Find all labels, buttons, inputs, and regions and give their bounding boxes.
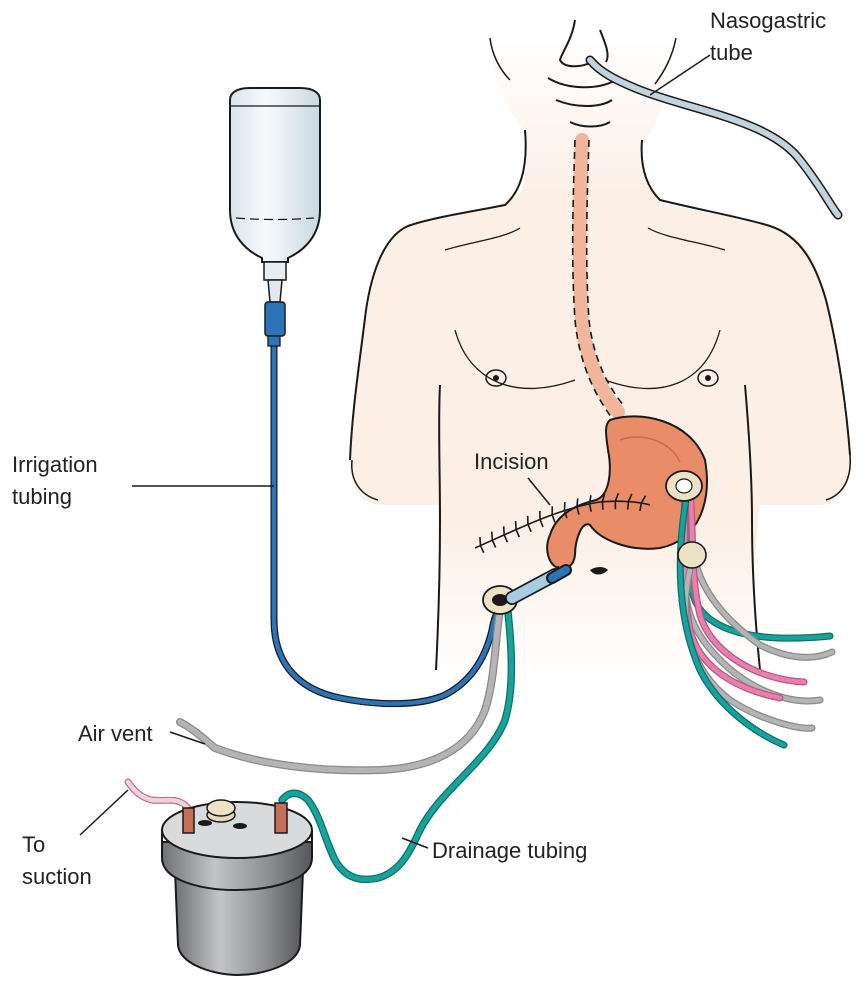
incision-stitch (539, 510, 544, 528)
incision-stitch (601, 493, 606, 510)
incision-stitch (551, 506, 556, 523)
stomach (546, 415, 708, 575)
incision-stitch (514, 521, 521, 538)
incision-stitch (626, 493, 633, 510)
suction-tube (124, 778, 192, 812)
stoma-ports (482, 470, 707, 615)
label-air-vent: Air vent (78, 721, 153, 746)
incision-stitch (588, 495, 592, 512)
navel (590, 567, 608, 575)
leader-lines (79, 54, 711, 849)
incision-stitch (639, 495, 647, 512)
incision-stitch (479, 536, 485, 554)
torso (349, 40, 851, 680)
incision-stitch (614, 492, 620, 510)
nasogastric-tube (585, 55, 843, 220)
suction-canister (161, 799, 313, 977)
irrigation-tube (270, 341, 509, 708)
air-vent-tube (176, 606, 504, 775)
face (489, 19, 677, 128)
left-nipple (485, 369, 507, 387)
right-nipple (697, 369, 719, 387)
incision (474, 492, 651, 554)
label-nasogastric-tube: Nasogastric tube (710, 8, 832, 65)
label-drainage-tubing: Drainage tubing (432, 838, 587, 863)
incision-stitch (576, 498, 580, 515)
irrigation-bottle (229, 87, 321, 347)
label-incision: Incision (474, 449, 549, 474)
esophagus (571, 133, 625, 419)
jejunostomy-tube (505, 564, 572, 605)
incision-stitch (526, 515, 532, 533)
incision-stitch (502, 526, 509, 543)
incision-stitch (490, 531, 497, 548)
label-to-suction: To suction (22, 832, 92, 889)
label-irrigation-tubing: Irrigation tubing (12, 452, 104, 509)
drainage-tube (278, 608, 516, 884)
incision-stitch (563, 502, 568, 519)
